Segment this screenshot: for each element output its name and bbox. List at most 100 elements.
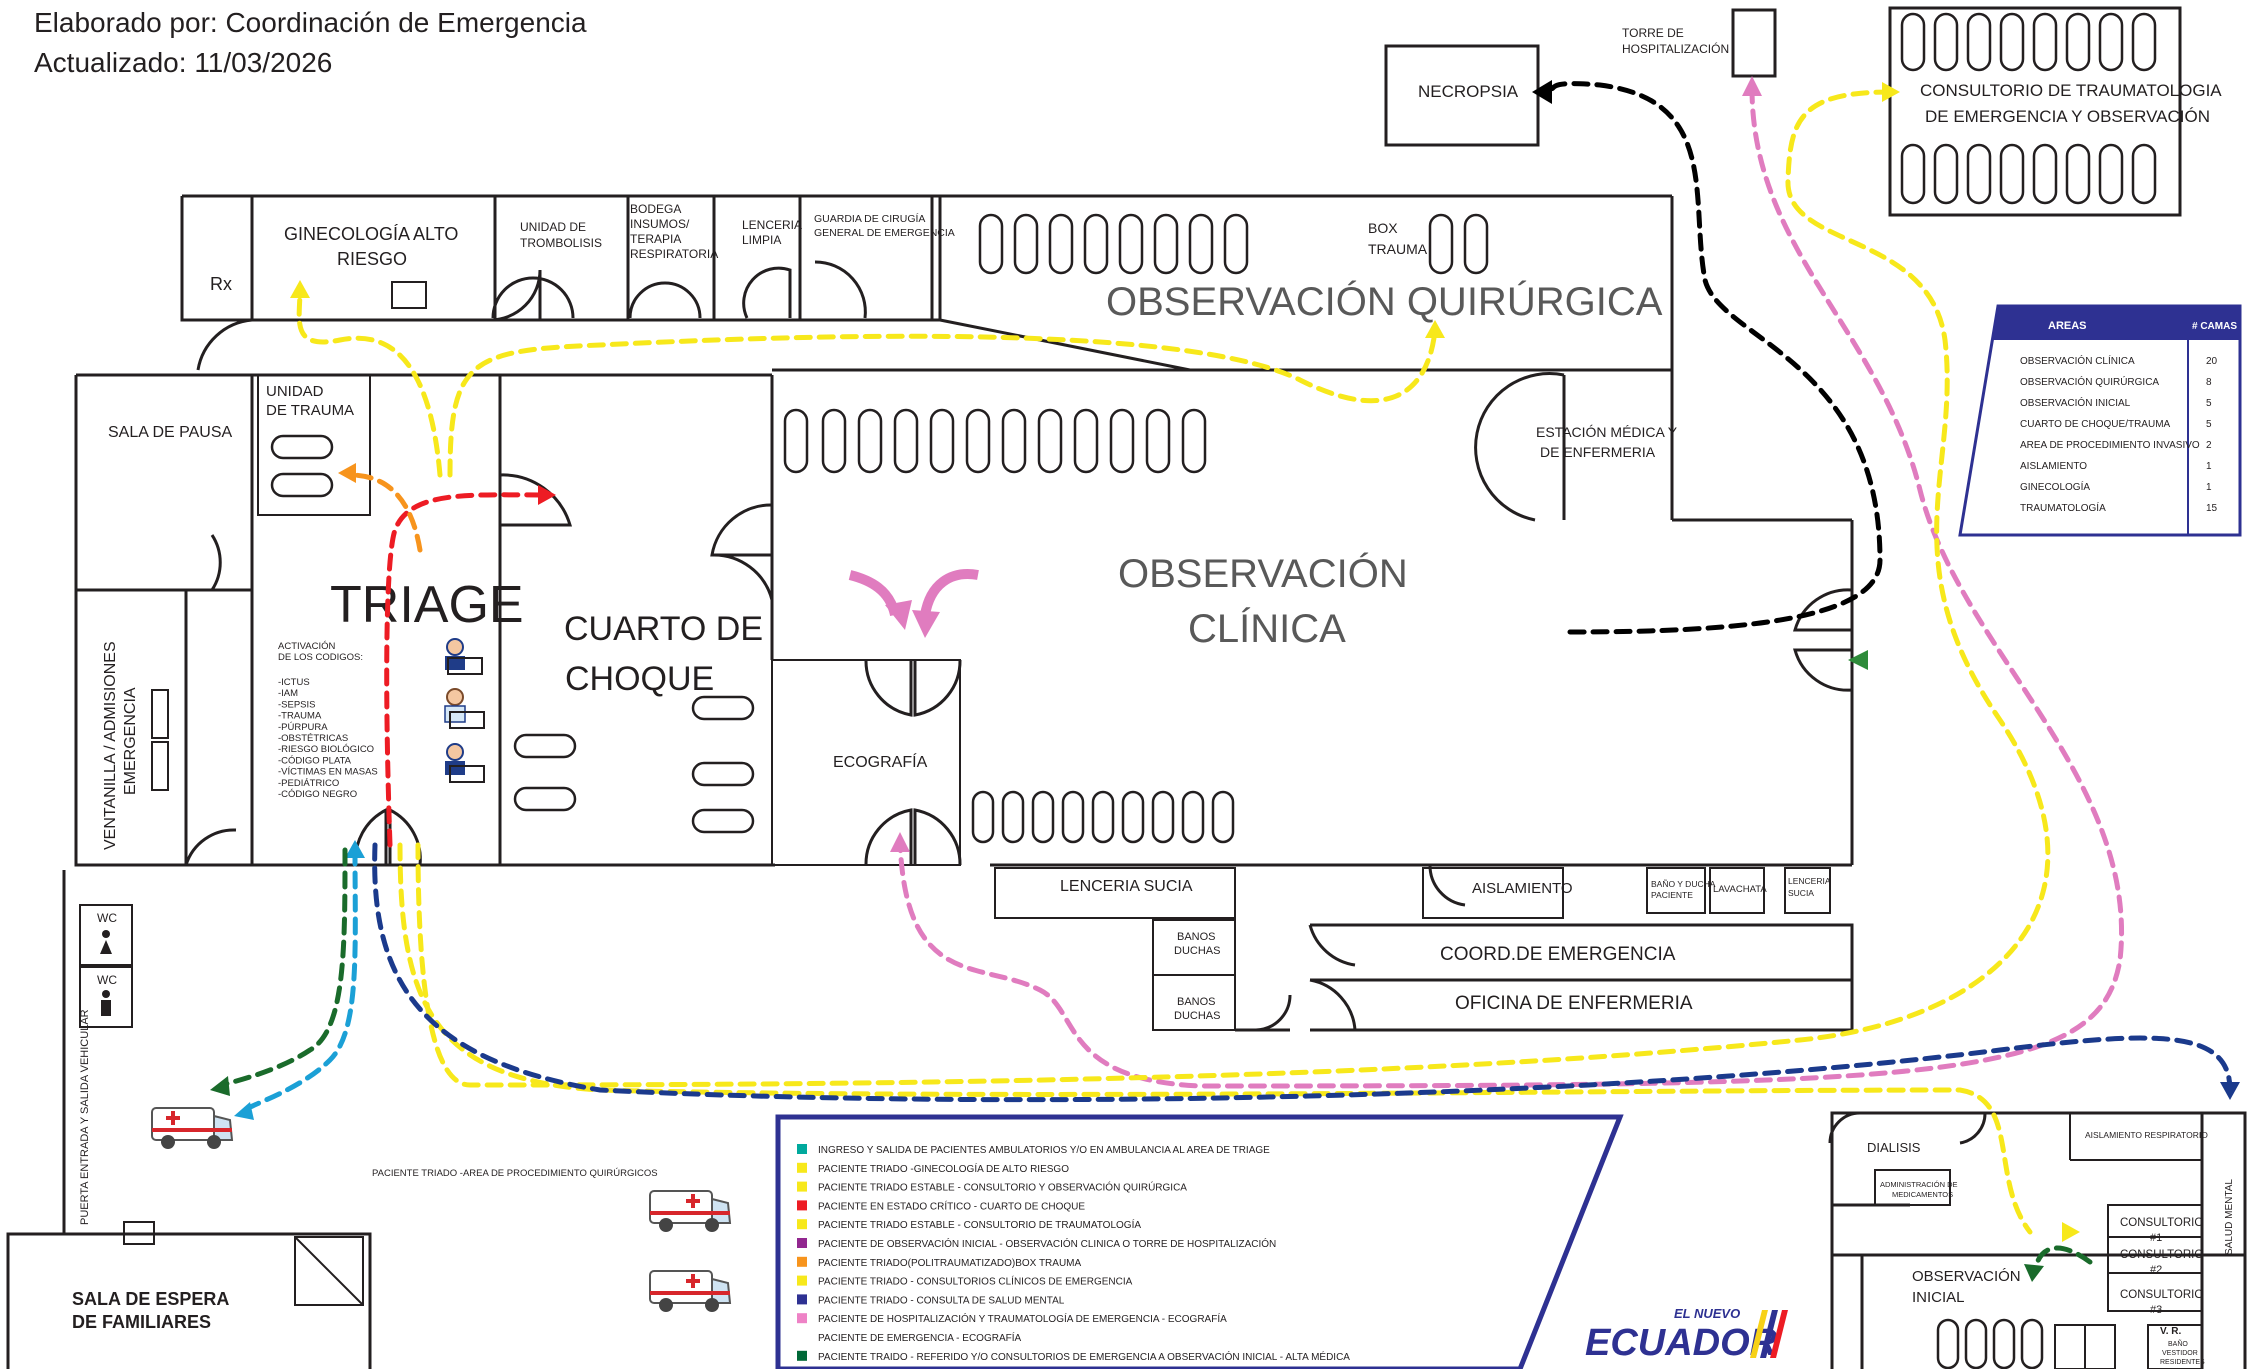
bano-ducha-label-1: BAÑO Y DUCHA	[1651, 879, 1716, 889]
trombolisis-label-1: UNIDAD DE	[520, 220, 586, 234]
ventanilla-window-1	[151, 689, 169, 739]
code-item: -ICTUS	[278, 677, 310, 688]
lenceria-sucia2-label-1: LENCERIA	[1788, 876, 1831, 886]
sala-espera-door	[123, 1221, 155, 1245]
necropsia-label: NECROPSIA	[1418, 82, 1519, 101]
guardia-label-2: GENERAL DE EMERGENCIA	[814, 227, 955, 239]
route-yellow-trauma	[415, 89, 2051, 1088]
legend-swatch	[797, 1294, 807, 1305]
obs-inicial-label-2: INICIAL	[1912, 1289, 1965, 1306]
obs-quirurgica-label: OBSERVACIÓN QUIRÚRGICA	[1106, 279, 1663, 324]
area-row-beds: 15	[2206, 503, 2218, 514]
sala-espera-label-2: DE FAMILIARES	[72, 1312, 211, 1332]
legend-swatch	[797, 1275, 807, 1286]
estacion-label-1: ESTACIÓN MÉDICA Y	[1536, 424, 1678, 440]
pink-curve-arrow-1-head	[885, 600, 912, 630]
bodega-label-2: INSUMOS/	[630, 217, 690, 231]
area-row-beds: 1	[2206, 482, 2212, 493]
rx-label: Rx	[210, 274, 232, 294]
arrowhead-green-2	[2024, 1264, 2044, 1282]
clinica-beds-bottom	[971, 790, 1235, 844]
legend-item: PACIENTE TRIADO - CONSULTA DE SALUD MENT…	[818, 1295, 1065, 1306]
code-item: -OBSTÉTRICAS	[278, 733, 348, 744]
choque-label-1: CUARTO DE	[564, 610, 763, 648]
codes-title-1: ACTIVACIÓN	[278, 641, 335, 652]
code-item: -RIESGO BIOLÓGICO	[278, 744, 374, 755]
puerta-label: PUERTA ENTRADA Y SALIDA VEHICULAR	[79, 1009, 91, 1225]
doctor-icon	[444, 688, 485, 729]
legend-swatch	[797, 1238, 807, 1248]
arrowhead-pink-eco	[890, 832, 910, 852]
box-trauma-label-2: TRAUMA	[1368, 241, 1428, 257]
route-navy	[372, 842, 2233, 1103]
lenceria-limpia-label-1: LENCERIA	[742, 218, 802, 232]
trauma-consult-label-1: CONSULTORIO DE TRAUMATOLOGIA	[1920, 81, 2222, 100]
puerta-label-group: PUERTA ENTRADA Y SALIDA VEHICULAR	[79, 1009, 91, 1225]
trauma-consult-label-2: DE EMERGENCIA Y OBSERVACIÓN	[1925, 107, 2210, 126]
area-row-beds: 5	[2206, 398, 2212, 409]
ventanilla-label-2: EMERGENCIA	[122, 687, 139, 795]
legend-item: PACIENTE DE OBSERVACIÓN INICIAL - OBSERV…	[818, 1237, 1276, 1250]
lenceria-limpia-label-2: LIMPIA	[742, 233, 781, 247]
banos-label-2b: DUCHAS	[1174, 1010, 1220, 1022]
codes-items: -ICTUS-IAM-SEPSIS-TRAUMA-PÚRPURA-OBSTÉTR…	[278, 677, 378, 800]
consultorio-3-label-b: #3	[2150, 1304, 2162, 1316]
sala-espera-fixture	[294, 1236, 364, 1306]
consultorio-1-label-b: #1	[2150, 1232, 2162, 1244]
codes-list: ACTIVACIÓN DE LOS CODIGOS:	[278, 641, 363, 663]
arrowhead-yellow-gineco	[290, 280, 310, 298]
arrowhead-cyan	[345, 840, 365, 858]
areas-col1: AREAS	[2048, 320, 2087, 332]
triage-label: TRIAGE	[330, 576, 524, 634]
legend-swatch	[797, 1200, 807, 1211]
ventanilla-label-group: VENTANILLA / ADMISIONES EMERGENCIA	[102, 641, 139, 850]
ventanilla-label-1: VENTANILLA / ADMISIONES	[102, 641, 119, 850]
route-green-2	[2032, 1245, 2093, 1273]
arrowhead-green-exit	[1848, 650, 1868, 670]
code-item: -IAM	[278, 688, 298, 699]
areas-table: AREAS # CAMAS	[1958, 304, 2242, 537]
ventanilla-window-2	[151, 741, 169, 791]
route-cyan	[242, 847, 358, 1113]
legend-item: INGRESO Y SALIDA DE PACIENTES AMBULATORI…	[818, 1145, 1270, 1156]
legend-item: PACIENTE TRIADO ESTABLE - CONSULTORIO DE…	[818, 1218, 1141, 1231]
quirurgica-beds	[978, 213, 1489, 275]
banos-label-1a: BANOS	[1177, 931, 1216, 943]
obs-clinica-label-2: CLÍNICA	[1188, 606, 1346, 651]
aislamiento-label: AISLAMIENTO	[1472, 880, 1573, 897]
legend-box	[775, 1114, 1624, 1369]
obs-inicial-label-1: OBSERVACIÓN	[1912, 1268, 2021, 1285]
man-icon	[101, 990, 111, 1016]
building-walls	[74, 194, 1854, 1032]
consultorio-3-label-a: CONSULTORIO	[2120, 1289, 2203, 1301]
arrowhead-orange	[338, 463, 356, 483]
banos-label-1b: DUCHAS	[1174, 945, 1220, 957]
legend-item: PACIENTE TRIADO -GINECOLOGÍA DE ALTO RIE…	[818, 1162, 1069, 1175]
trauma-beds-top	[1900, 12, 2157, 72]
area-row-beds: 20	[2206, 356, 2218, 367]
updated-label: Actualizado: 11/03/2026	[34, 47, 332, 78]
arrowhead-pink-torre	[1742, 76, 1762, 96]
bano-vest-label-2: VESTIDOR	[2162, 1350, 2198, 1357]
torre-hospitalizacion	[1731, 8, 1777, 78]
codes-title-2: DE LOS CODIGOS:	[278, 652, 363, 663]
staff-icon	[445, 743, 485, 783]
area-row-beds: 1	[2206, 461, 2212, 472]
unidad-trauma-label-2: DE TRAUMA	[266, 402, 354, 419]
routes	[210, 76, 2240, 1282]
pink-curve-arrow-2-head	[912, 610, 940, 638]
wc-label-2: WC	[97, 973, 117, 987]
arrowhead-black	[1532, 80, 1552, 104]
legend-swatch	[797, 1162, 807, 1173]
bodega-label-1: BODEGA	[630, 202, 681, 216]
area-row-beds: 8	[2206, 377, 2212, 388]
choque-label-2: CHOQUE	[565, 660, 714, 698]
sala-espera-label-1: SALA DE ESPERA	[72, 1289, 229, 1309]
code-item: -CÓDIGO PLATA	[278, 755, 352, 766]
wc-label-1: WC	[97, 911, 117, 925]
area-row-name: AREA DE PROCEDIMIENTO INVASIVO	[2020, 440, 2200, 451]
procedimiento-label: PACIENTE TRIADO -AREA DE PROCEDIMIENTO Q…	[372, 1168, 658, 1179]
coord-label: COORD.DE EMERGENCIA	[1440, 944, 1676, 965]
